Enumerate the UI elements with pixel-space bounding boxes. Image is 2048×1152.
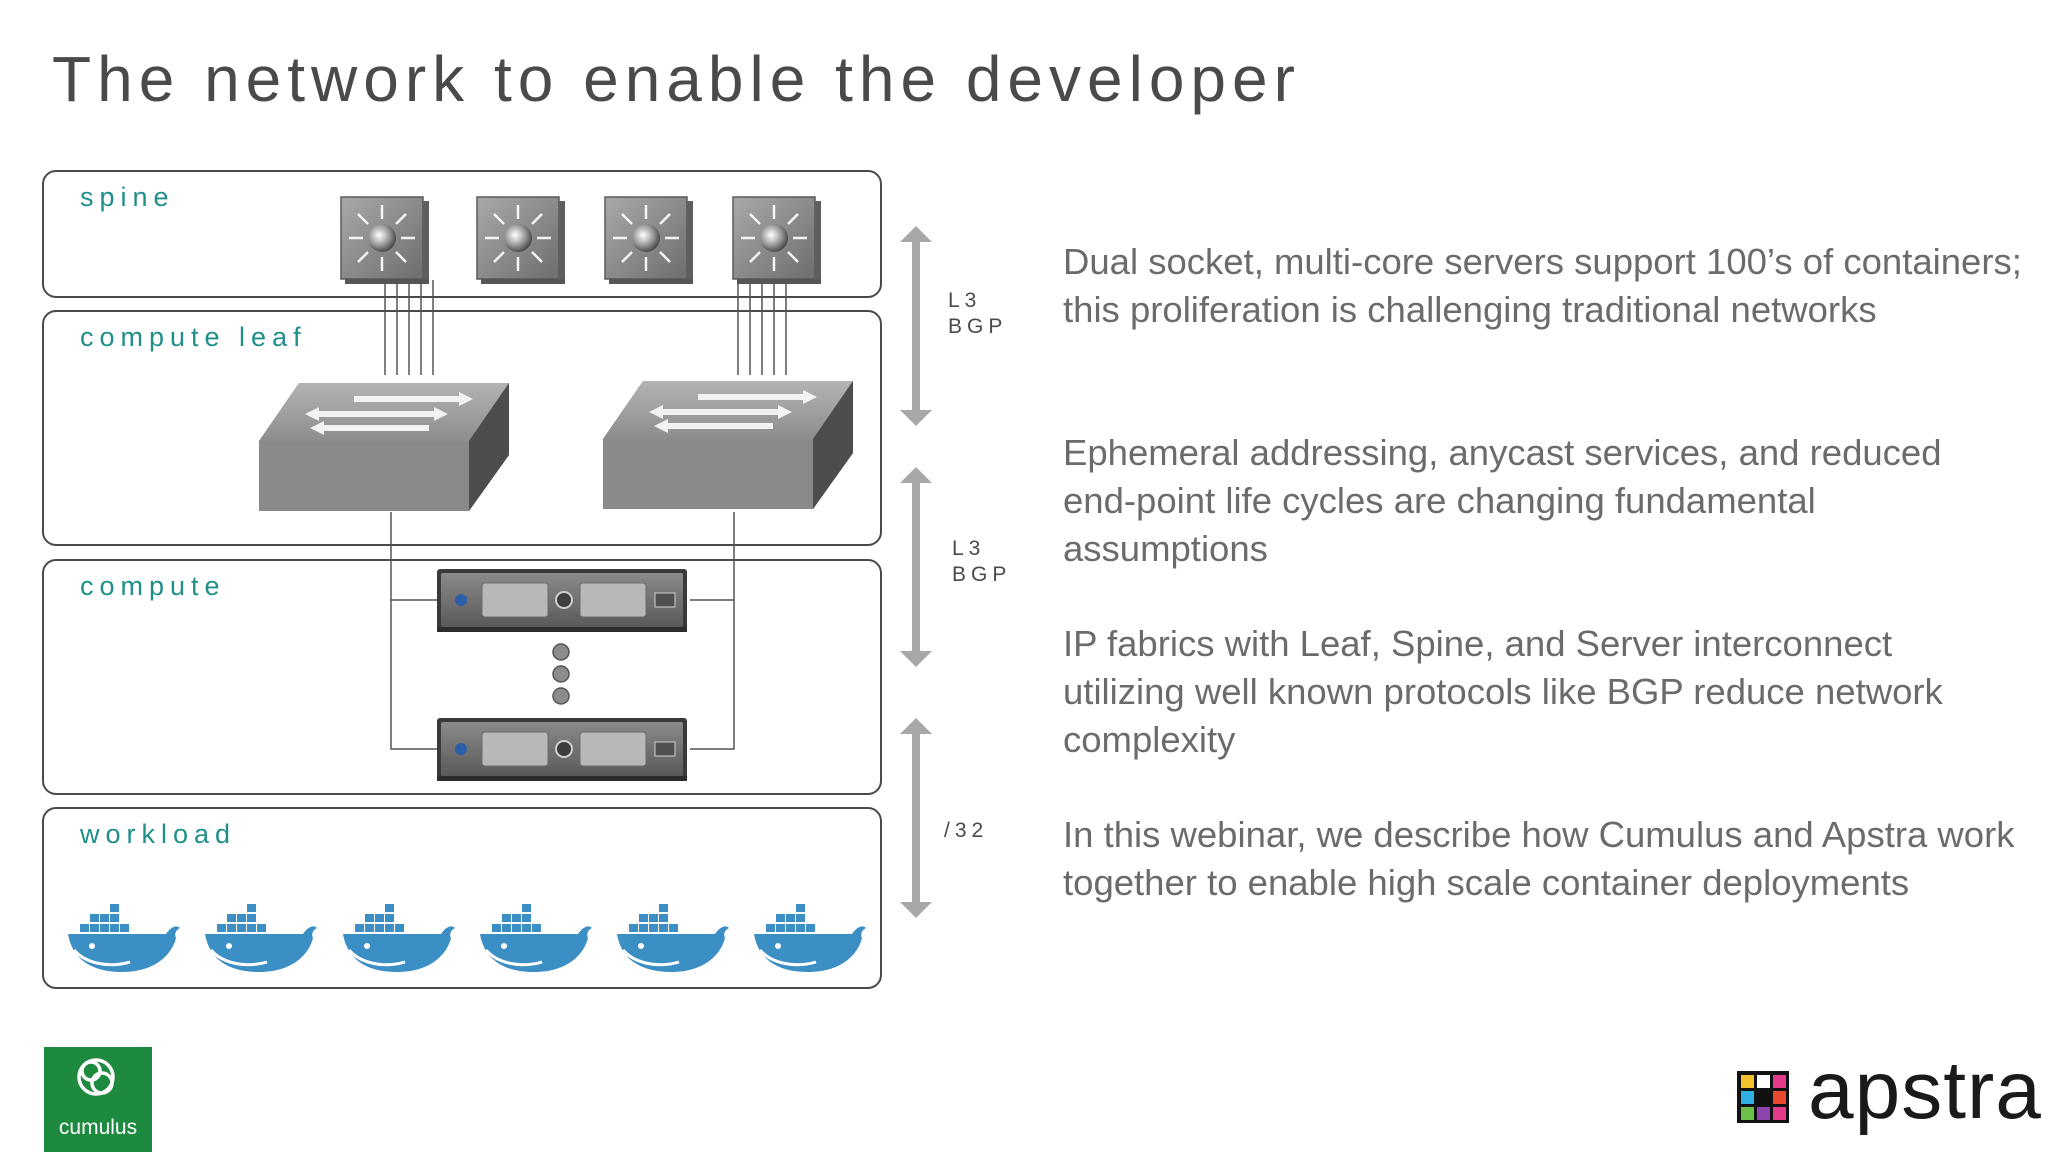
spine-leaf-links bbox=[384, 280, 787, 375]
server-icon-1 bbox=[436, 568, 688, 633]
bullet-text-3: IP fabrics with Leaf, Spine, and Server … bbox=[1063, 623, 1943, 760]
docker-whale-icon-3 bbox=[341, 902, 457, 974]
cumulus-logo-icon bbox=[77, 1058, 115, 1096]
leaf-switch-icon-2 bbox=[603, 381, 853, 509]
docker-whale-icon-2 bbox=[203, 902, 319, 974]
docker-whale-icon-6 bbox=[752, 902, 868, 974]
double-arrow-icon-spine-leaf bbox=[900, 226, 932, 426]
leaf-switch-icon-1 bbox=[259, 383, 509, 511]
docker-whale-icon-1 bbox=[66, 902, 182, 974]
compute-workload-protocol: /32 bbox=[944, 819, 989, 842]
slide-title: The network to enable the developer bbox=[52, 43, 1301, 115]
docker-whale-icon-4 bbox=[478, 902, 594, 974]
spine-leaf-protocol-line1: L3 bbox=[948, 289, 982, 312]
leaf-compute-protocol-line2: BGP bbox=[952, 563, 1012, 586]
apstra-logo-text: apstra bbox=[1808, 1045, 2042, 1136]
spine-switch-icon-1 bbox=[339, 195, 431, 286]
spine-leaf-protocol-line2: BGP bbox=[948, 315, 1008, 338]
more-servers-dots bbox=[552, 643, 570, 705]
spine-switch-icon-3 bbox=[603, 195, 695, 286]
double-arrow-icon-leaf-compute bbox=[900, 467, 932, 667]
workload-tier-label: workload bbox=[80, 819, 237, 849]
spine-switch-icon-4 bbox=[731, 195, 823, 286]
compute-leaf-tier-label: compute leaf bbox=[80, 322, 307, 352]
cumulus-logo-text: cumulus bbox=[58, 1116, 138, 1139]
bullet-text-1: Dual socket, multi-core servers support … bbox=[1063, 241, 2022, 330]
leaf-compute-protocol: L3 BGP bbox=[952, 536, 1011, 588]
docker-whale-icon-5 bbox=[615, 902, 731, 974]
leaf-server-links bbox=[390, 512, 735, 750]
bullet-text-2: Ephemeral addressing, anycast services, … bbox=[1063, 432, 1942, 569]
apstra-logo-icon bbox=[1737, 1071, 1789, 1123]
workload-tier: workload bbox=[42, 807, 882, 989]
cumulus-logo: cumulus bbox=[44, 1047, 152, 1152]
double-arrow-icon-compute-workload bbox=[900, 718, 932, 918]
spine-leaf-protocol: L3 BGP bbox=[948, 288, 1007, 340]
compute-tier-label: compute bbox=[80, 571, 226, 601]
spine-switch-icon-2 bbox=[475, 195, 567, 286]
leaf-compute-protocol-line1: L3 bbox=[952, 537, 986, 560]
server-icon-2 bbox=[436, 717, 688, 782]
bullet-text-4: In this webinar, we describe how Cumulus… bbox=[1063, 814, 2015, 903]
spine-tier-label: spine bbox=[80, 182, 175, 212]
